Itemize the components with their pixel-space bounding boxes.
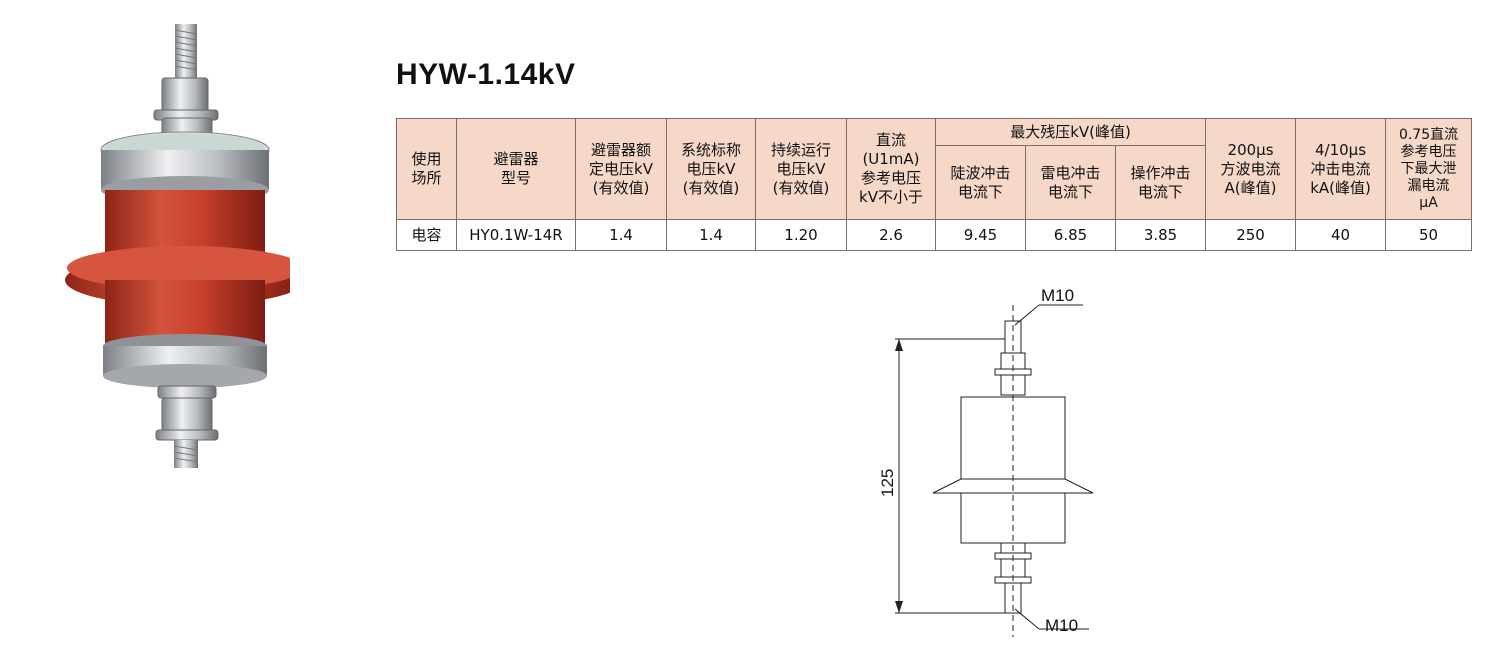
height-dimension-label: 125	[878, 469, 897, 497]
header-place: 使用 场所	[396, 118, 457, 220]
header-square-wave: 200μs 方波电流 A(峰值)	[1205, 118, 1297, 220]
cell-steep-residual: 9.45	[935, 219, 1026, 251]
header-model: 避雷器 型号	[456, 118, 576, 220]
header-impulse-current: 4/10μs 冲击电流 kA(峰值)	[1295, 118, 1387, 220]
cell-dc-ref-voltage: 2.6	[846, 219, 936, 251]
header-lightning-residual: 雷电冲击 电流下	[1025, 145, 1116, 220]
header-rated-voltage: 避雷器额 定电压kV (有效值)	[575, 118, 667, 220]
cell-model: HY0.1W-14R	[456, 219, 576, 251]
cell-impulse-current: 40	[1295, 219, 1387, 251]
dimension-drawing: M10 M10 125	[878, 286, 1094, 637]
cell-rated-voltage: 1.4	[575, 219, 667, 251]
header-dc-ref-voltage: 直流 (U1mA) 参考电压 kV不小于	[846, 118, 936, 220]
header-system-voltage: 系统标称 电压kV (有效值)	[666, 118, 756, 220]
cell-place: 电容	[396, 219, 457, 251]
spec-table: 使用 场所 避雷器 型号 避雷器额 定电压kV (有效值) 系统标称 电压kV …	[396, 118, 1473, 251]
table-row: 电容 HY0.1W-14R 1.4 1.4 1.20 2.6 9.45 6.85…	[396, 219, 1473, 251]
header-steep-residual: 陡波冲击 电流下	[935, 145, 1026, 220]
cell-square-wave: 250	[1205, 219, 1297, 251]
cell-lightning-residual: 6.85	[1025, 219, 1116, 251]
cell-leakage: 50	[1385, 219, 1473, 251]
bottom-thread-label: M10	[1045, 616, 1078, 635]
header-leakage: 0.75直流 参考电压 下最大泄 漏电流 μA	[1385, 118, 1473, 220]
cell-continuous-voltage: 1.20	[755, 219, 847, 251]
top-thread-label: M10	[1041, 286, 1074, 305]
product-title: HYW-1.14kV	[396, 58, 576, 91]
header-residual-group: 最大残压kV(峰值)	[934, 118, 1207, 146]
arrester-photo	[65, 24, 290, 468]
cell-switching-residual: 3.85	[1114, 219, 1207, 251]
header-continuous-voltage: 持续运行 电压kV (有效值)	[755, 118, 847, 220]
cell-system-voltage: 1.4	[666, 219, 756, 251]
header-switching-residual: 操作冲击 电流下	[1114, 145, 1207, 220]
